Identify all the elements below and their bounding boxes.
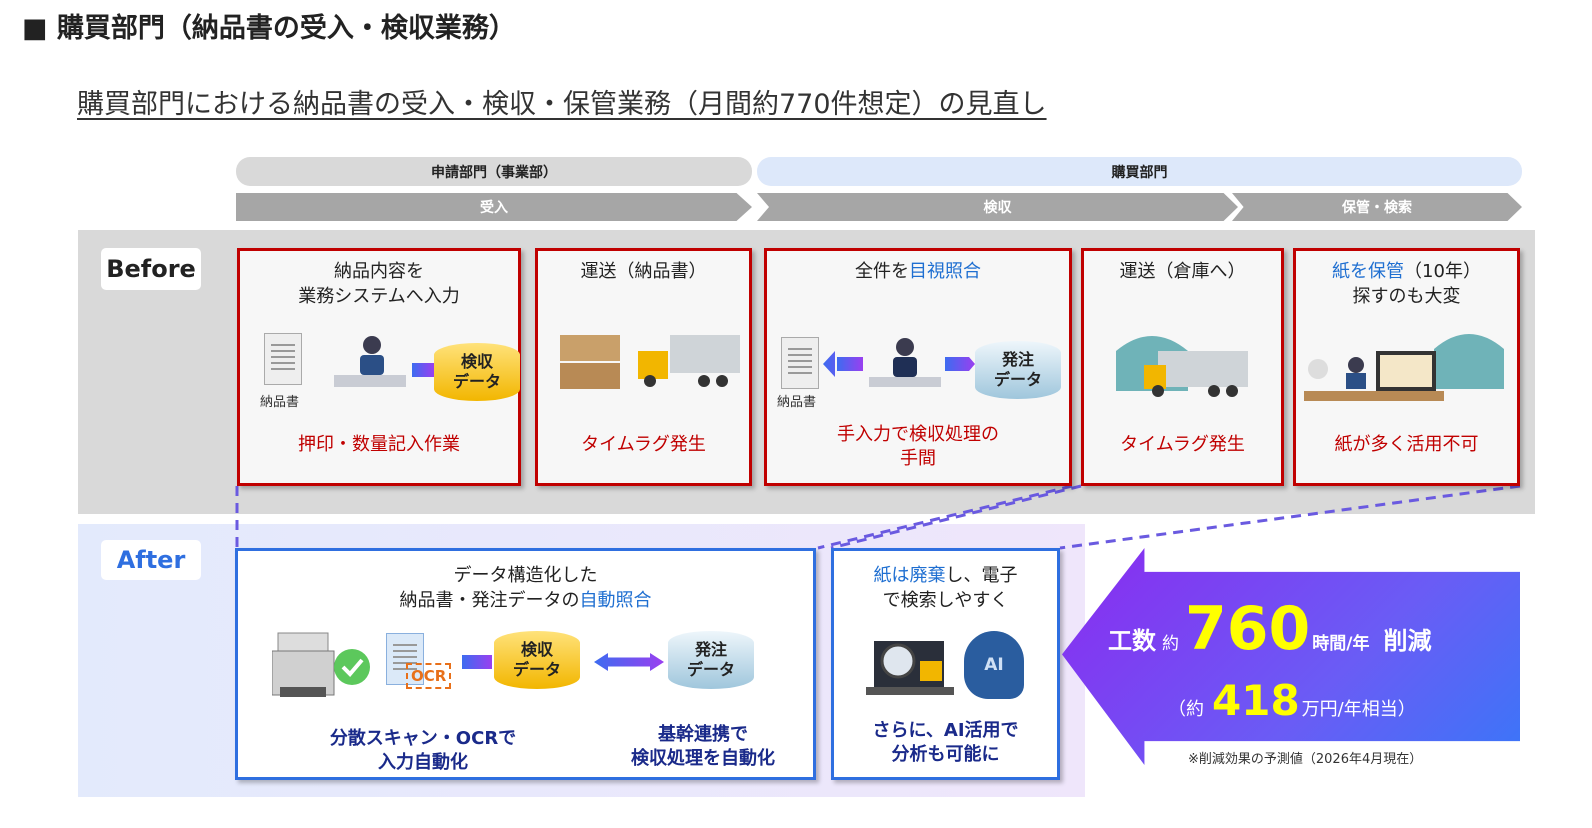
- after-label: After: [101, 540, 201, 580]
- warehouse-truck-icon: [1114, 321, 1254, 405]
- page-subtitle: 購買部門における納品書の受入・検収・保管業務（月間約770件想定）の見直し: [77, 89, 1047, 120]
- card-issue: タイムラグ発生: [581, 434, 706, 455]
- box-heading: 紙は廃棄し、電子で検索しやすく: [873, 565, 1018, 611]
- card-heading: 運送（納品書）: [580, 261, 707, 282]
- step-receive: 受入: [236, 193, 752, 221]
- before-card-input: 納品内容を 業務システムへ入力 納品書 検収 データ 押印・数量記入作業: [237, 248, 521, 486]
- doc-label: 納品書: [777, 395, 817, 410]
- hours-value: 760: [1185, 594, 1311, 664]
- worried-worker-icon: [865, 331, 945, 395]
- before-card-transport: 運送（納品書） タイムラグ発生: [535, 248, 752, 486]
- bidirectional-arrow-icon: [594, 653, 664, 671]
- card-issue: 紙が多く活用不可: [1334, 434, 1479, 455]
- page-title: ■ 購買部門（納品書の受入・検収業務）: [22, 13, 516, 44]
- reduction-arrow: [1062, 548, 1520, 765]
- card-heading: 納品内容を 業務システムへ入力: [298, 261, 460, 307]
- card-issue: 手入力で検収処理の 手間: [837, 424, 999, 469]
- arrow-shaft: [837, 357, 863, 371]
- delivery-note-icon: [264, 333, 302, 385]
- after-box-digital-search: 紙は廃棄し、電子で検索しやすく AI さらに、AI活用で 分析も可能に: [831, 548, 1060, 780]
- arrow-right-icon: [462, 655, 492, 669]
- before-label: Before: [101, 248, 201, 290]
- automation-caption-integration: 基幹連携で 検収処理を自動化: [631, 724, 775, 769]
- automation-caption-scan: 分散スキャン・OCRで 入力自動化: [329, 728, 517, 773]
- before-card-warehouse-transport: 運送（倉庫へ） タイムラグ発生: [1081, 248, 1284, 486]
- yen-value: 418: [1212, 676, 1300, 725]
- card-issue: 押印・数量記入作業: [298, 434, 460, 455]
- step-inspect: 検収: [757, 193, 1238, 221]
- document-icon: [386, 633, 424, 685]
- ai-caption: さらに、AI活用で 分析も可能に: [872, 720, 1019, 765]
- before-card-paper-storage: 紙を保管（10年）探すのも大変 紙が多く活用不可: [1293, 248, 1520, 486]
- step-store: 保管・検索: [1232, 193, 1522, 221]
- card-heading: 紙を保管（10年）探すのも大変: [1332, 261, 1481, 307]
- card-heading: 運送（倉庫へ）: [1119, 261, 1246, 282]
- order-data-cylinder: 発注 データ: [975, 341, 1061, 399]
- cardboard-boxes-icon: [556, 331, 626, 395]
- scanner-icon: [271, 627, 372, 711]
- ocr-badge: OCR: [406, 663, 452, 689]
- searching-paper-icon: [1304, 319, 1514, 413]
- card-heading: 全件を目視照合: [855, 261, 981, 282]
- cost-reduction: （約 418 万円/年相当）: [1168, 676, 1416, 725]
- doc-label: 納品書: [260, 395, 300, 410]
- arrow-right-icon: [945, 357, 975, 371]
- after-box-automation: データ構造化した納品書・発注データの自動照合 OCR 検収 データ 発注 データ…: [235, 548, 816, 780]
- order-data-cylinder: 発注 データ: [668, 631, 754, 689]
- box-heading: データ構造化した納品書・発注データの自動照合: [399, 565, 652, 611]
- delivery-note-icon: [781, 337, 819, 389]
- estimate-note: ※削減効果の予測値（2026年4月現在）: [1188, 752, 1423, 767]
- dept-purchasing: 購買部門: [757, 157, 1522, 186]
- hours-reduction: 工数 約 760 時間/年 削減: [1108, 594, 1432, 664]
- ai-head-icon: AI: [964, 631, 1024, 699]
- truck-icon: [634, 331, 744, 395]
- dept-applicant: 申請部門（事業部）: [236, 157, 752, 186]
- laptop-search-icon: [864, 631, 964, 705]
- inspection-data-cylinder: 検収 データ: [494, 631, 580, 689]
- arrow-icon: [412, 363, 434, 377]
- inspection-data-cylinder: 検収 データ: [434, 343, 520, 401]
- before-card-visual-check: 全件を目視照合 納品書 発注 データ 手入力で検収処理の 手間: [764, 248, 1072, 486]
- card-issue: タイムラグ発生: [1120, 434, 1245, 455]
- worker-at-desk-icon: [330, 331, 410, 391]
